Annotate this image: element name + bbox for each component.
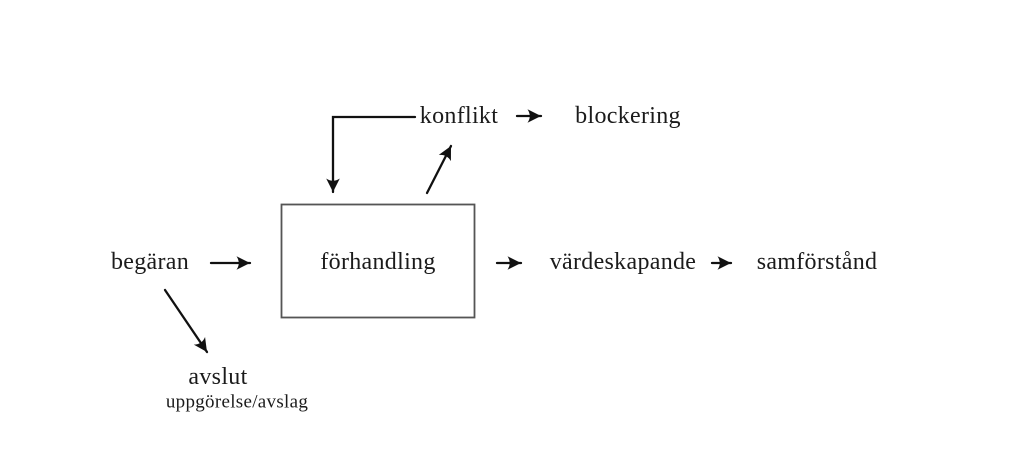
node-avslut-label: avslut: [188, 364, 248, 390]
node-vardeskapande-label: värdeskapande: [549, 249, 697, 275]
arrow-begaran-to-avslut: [163, 288, 209, 354]
node-samforstand-label: samförstånd: [756, 249, 878, 275]
forhandling-box: [280, 203, 476, 319]
node-forhandling-label: förhandling: [320, 249, 436, 275]
node-begaran-label: begäran: [110, 249, 190, 275]
node-avslut-sublabel: uppgörelse/avslag: [165, 391, 309, 413]
arrow-konflikt-to-forhandling: [326, 115, 417, 194]
arrow-forhandling-to-konflikt: [425, 144, 453, 195]
node-blockering-label: blockering: [575, 103, 681, 129]
node-konflikt-label: konflikt: [419, 103, 499, 129]
